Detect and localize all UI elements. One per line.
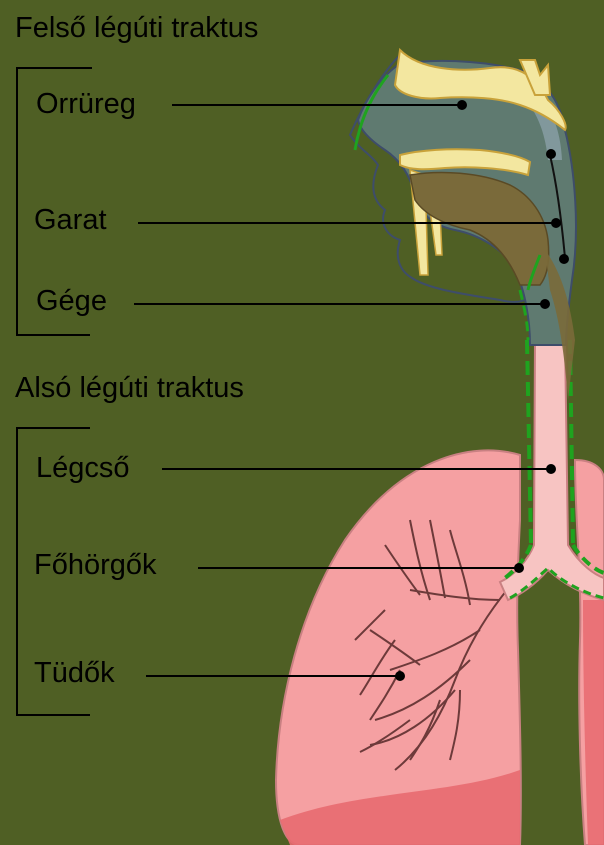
pharynx-dot-top [546, 149, 556, 159]
larynx-label: Gége [36, 285, 107, 318]
trachea-dot [546, 464, 556, 474]
nasal-cavity-label: Orrüreg [36, 88, 136, 121]
bronchi-dot [514, 563, 524, 573]
lower-tract-heading: Alsó légúti traktus [15, 372, 244, 405]
pharynx-label: Garat [34, 204, 107, 237]
larynx-dot [540, 299, 550, 309]
pharynx-dot [551, 218, 561, 228]
lungs-dot [395, 671, 405, 681]
lungs-label: Tüdők [34, 657, 115, 690]
trachea-label: Légcső [36, 452, 130, 485]
pharynx-dot-bottom [559, 254, 569, 264]
nasal-cavity-dot [457, 100, 467, 110]
upper-tract-heading: Felső légúti traktus [15, 12, 258, 45]
main-bronchi-label: Főhörgők [34, 549, 157, 582]
